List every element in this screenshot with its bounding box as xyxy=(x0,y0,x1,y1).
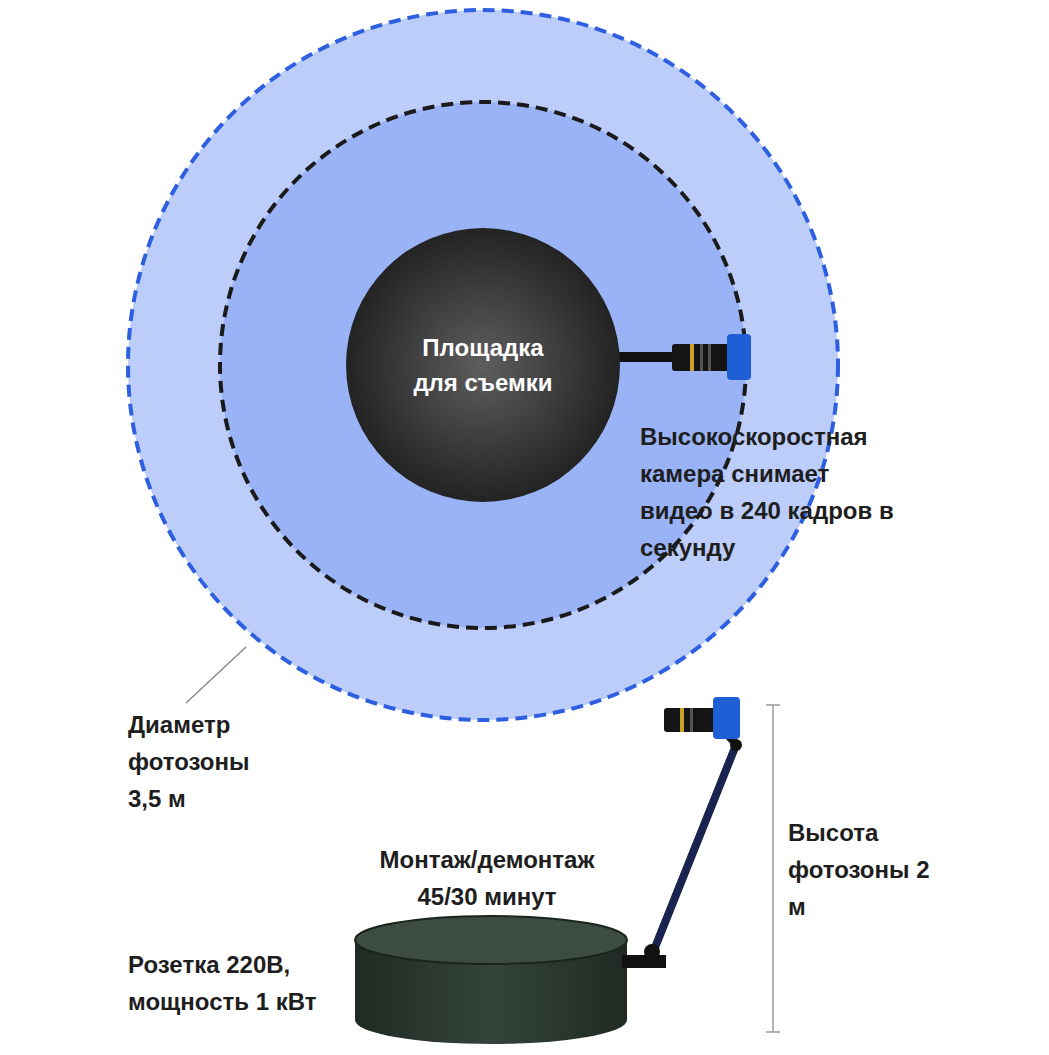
dimension-line xyxy=(772,705,774,1032)
camera-body xyxy=(727,334,751,380)
circle-outline xyxy=(345,227,621,503)
platform-top xyxy=(355,916,627,964)
circle-shape xyxy=(346,228,620,502)
arm-bracket xyxy=(622,955,666,968)
height-dimension xyxy=(766,705,780,1032)
dimension-tick xyxy=(766,1031,780,1033)
camera-lens xyxy=(672,344,730,371)
lens-ring xyxy=(690,344,694,371)
camera-arm xyxy=(652,745,736,955)
lens-ring xyxy=(708,344,711,371)
camera-body xyxy=(713,697,740,739)
platform-circle: Площадка для съемки xyxy=(345,227,621,503)
camera-lens xyxy=(664,708,716,732)
outer-zone xyxy=(128,10,838,720)
power-label: Розетка 220В, мощность 1 кВт xyxy=(128,946,350,1020)
lens-ring xyxy=(700,344,703,371)
camera-arm xyxy=(612,352,676,362)
lens-ring xyxy=(680,708,684,732)
assembly-label: Монтаж/демонтаж 45/30 минут xyxy=(347,841,627,915)
node-label: Площадка для съемки xyxy=(398,330,568,400)
height-label: Высота фотозоны 2 м xyxy=(788,814,948,925)
leader-line xyxy=(186,647,246,703)
camera-side xyxy=(664,697,740,739)
diameter-label: Диаметр фотозоны 3,5 м xyxy=(128,706,288,817)
camera-top xyxy=(612,334,751,380)
dimension-tick xyxy=(766,704,780,706)
camera-note: Высокоскоростная камера снимает видео в … xyxy=(640,418,906,566)
arm-joint xyxy=(644,944,660,960)
lens-ring xyxy=(690,708,693,732)
